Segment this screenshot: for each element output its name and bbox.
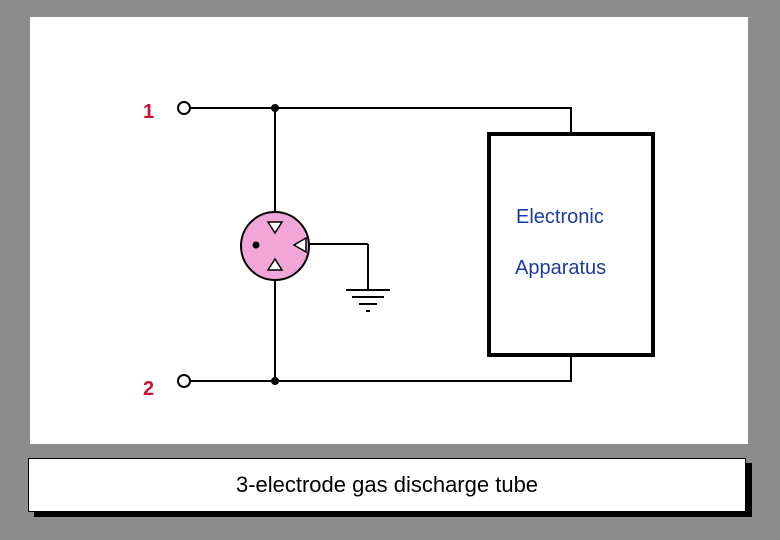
caption-box: 3-electrode gas discharge tube [28, 458, 746, 512]
side-electrode-icon [292, 236, 307, 254]
terminal-2-label: 2 [143, 378, 154, 400]
terminal-1-label: 1 [143, 101, 154, 123]
wires [190, 107, 572, 382]
gas-dot-icon [252, 241, 260, 249]
terminal-1-node [177, 101, 191, 115]
apparatus-label-line-2: Apparatus [515, 257, 606, 279]
bottom-electrode-icon [266, 257, 284, 271]
electronic-apparatus-box [487, 132, 655, 357]
gas-discharge-tube-icon [240, 211, 310, 281]
ground-icon [346, 289, 390, 312]
apparatus-label-line-1: Electronic [516, 206, 604, 228]
terminal-2-node [177, 374, 191, 388]
diagram-caption: 3-electrode gas discharge tube [235, 472, 539, 497]
junction-top [271, 104, 279, 112]
top-electrode-icon [266, 221, 284, 235]
junction-bottom [271, 377, 279, 385]
